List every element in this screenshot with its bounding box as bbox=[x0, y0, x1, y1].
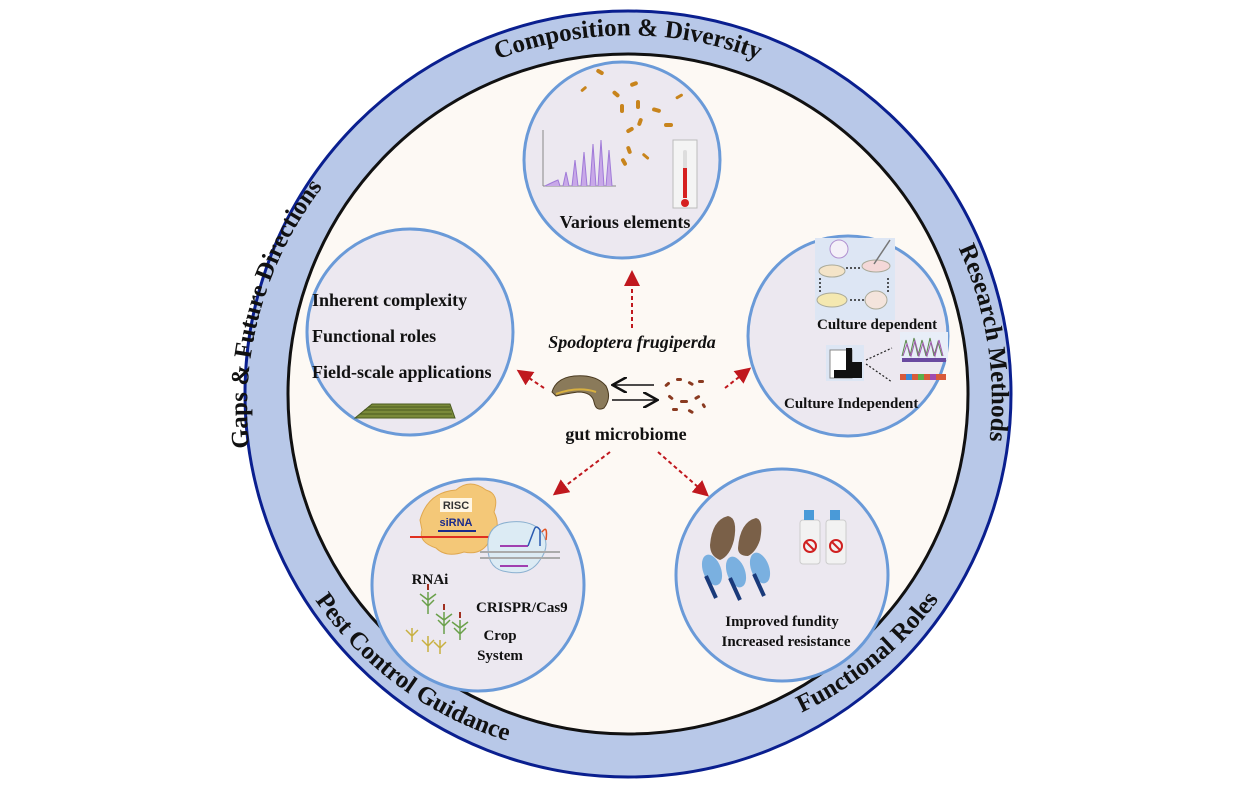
arrow-to-gaps bbox=[516, 369, 545, 389]
node-pest-control: RISC siRNA RNAi CRISPR/Cas9 Crop System bbox=[370, 477, 586, 693]
crop-field-icon bbox=[353, 403, 456, 419]
gut-microbiome-label: gut microbiome bbox=[565, 424, 686, 444]
crop-label-line2: System bbox=[477, 648, 523, 664]
culture-dependent-label: Culture dependent bbox=[817, 317, 937, 333]
culture-plates-icon bbox=[815, 238, 895, 320]
gaps-item: Functional roles bbox=[312, 326, 436, 346]
chromatogram-icon bbox=[900, 332, 948, 380]
functional-line1: Improved fundity bbox=[725, 614, 839, 630]
node-composition: Various elements bbox=[522, 60, 722, 260]
arrows bbox=[516, 270, 752, 497]
gaps-item: Inherent complexity bbox=[312, 290, 467, 310]
node-gaps: Inherent complexity Functional roles Fie… bbox=[305, 227, 515, 437]
sequencer-icon bbox=[826, 345, 893, 383]
crispr-cas9-icon bbox=[480, 521, 560, 574]
gaps-item: Field-scale applications bbox=[312, 362, 492, 382]
moth-icon bbox=[710, 516, 762, 560]
sirna-label: siRNA bbox=[439, 517, 472, 529]
microbes-icon bbox=[664, 378, 706, 414]
corn-icon bbox=[701, 552, 771, 601]
rnai-label: RNAi bbox=[412, 572, 449, 588]
center-node: Spodoptera frugiperda gut microbiome bbox=[548, 332, 716, 444]
functional-line2: Increased resistance bbox=[721, 634, 850, 650]
risc-complex-icon: RISC siRNA bbox=[410, 483, 498, 555]
node-methods: Culture dependent Culture Independent bbox=[746, 234, 950, 438]
risc-label: RISC bbox=[443, 500, 469, 512]
flow-cytometry-histogram-icon bbox=[542, 130, 616, 187]
species-name: Spodoptera frugiperda bbox=[548, 332, 716, 352]
arrow-to-functional bbox=[657, 451, 710, 497]
arrow-to-methods bbox=[724, 367, 752, 389]
thermometer-icon bbox=[672, 139, 698, 209]
culture-independent-label: Culture Independent bbox=[784, 396, 918, 412]
caterpillar-icon bbox=[551, 375, 610, 410]
crispr-label: CRISPR/Cas9 bbox=[476, 600, 568, 616]
crop-label-line1: Crop bbox=[483, 628, 516, 644]
pesticide-spray-icon bbox=[799, 510, 847, 565]
arrow-to-pest-control bbox=[552, 451, 611, 496]
crop-plants-icon bbox=[405, 584, 469, 654]
composition-caption: Various elements bbox=[560, 212, 691, 232]
bacteria-icon bbox=[580, 69, 683, 166]
node-functional: Improved fundity Increased resistance bbox=[674, 467, 890, 683]
